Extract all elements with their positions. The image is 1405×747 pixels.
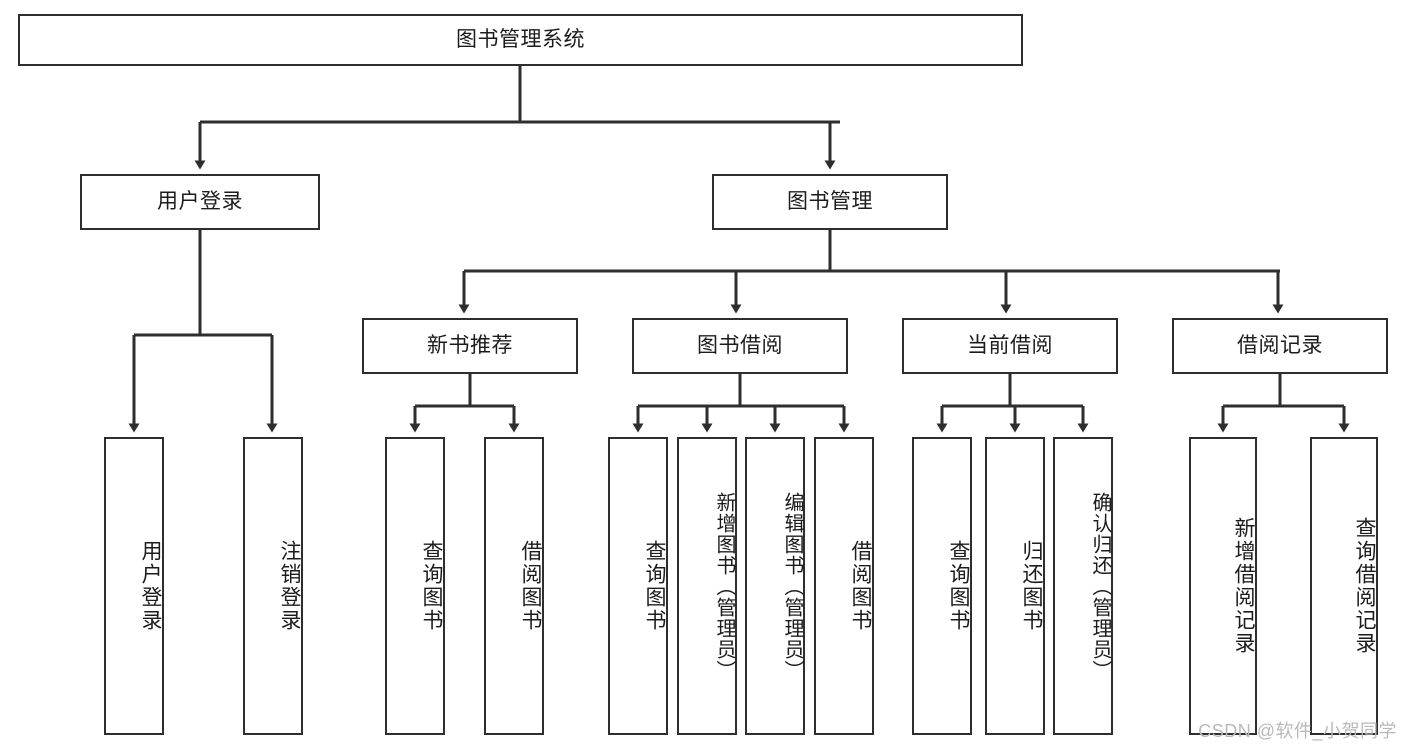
edge-group-book-manage	[458, 230, 1284, 314]
leaf-user-login-label: 用户登录	[139, 540, 162, 632]
node-current-borrow-label: 当前借阅	[967, 333, 1053, 357]
node-root[interactable]: 图书管理系统	[18, 14, 1023, 66]
leaf-query-book-1-label: 查询图书	[420, 540, 443, 632]
node-new-book-rec-label: 新书推荐	[427, 333, 513, 357]
leaf-query-book-1[interactable]: 查询图书	[385, 437, 445, 735]
leaf-logout-label: 注销登录	[278, 540, 301, 632]
leaf-query-record[interactable]: 查询借阅记录	[1310, 437, 1378, 735]
node-root-label: 图书管理系统	[456, 27, 585, 51]
leaf-add-record[interactable]: 新增借阅记录	[1189, 437, 1257, 735]
edge-group-current-borrow	[936, 374, 1089, 433]
leaf-query-record-label: 查询借阅记录	[1353, 517, 1376, 655]
leaf-logout[interactable]: 注销登录	[243, 437, 303, 735]
leaf-user-login[interactable]: 用户登录	[104, 437, 164, 735]
edge-group-new-book-rec	[409, 374, 520, 433]
leaf-edit-book[interactable]: 编辑图书（管理员）	[745, 437, 805, 735]
leaf-confirm-return[interactable]: 确认归还（管理员）	[1053, 437, 1113, 735]
leaf-add-record-label: 新增借阅记录	[1232, 517, 1255, 655]
edge-group-borrow-record	[1217, 374, 1350, 433]
node-book-borrow[interactable]: 图书借阅	[632, 318, 848, 374]
leaf-return-book[interactable]: 归还图书	[985, 437, 1045, 735]
leaf-query-book-2[interactable]: 查询图书	[608, 437, 668, 735]
leaf-confirm-return-label: 确认归还（管理员）	[1089, 491, 1111, 681]
node-book-manage[interactable]: 图书管理	[712, 174, 948, 230]
node-new-book-rec[interactable]: 新书推荐	[362, 318, 578, 374]
leaf-edit-book-label: 编辑图书（管理员）	[781, 491, 803, 681]
leaf-query-book-2-label: 查询图书	[643, 540, 666, 632]
edge-group-book-borrow	[632, 374, 850, 433]
node-borrow-record-label: 借阅记录	[1237, 333, 1323, 357]
leaf-borrow-book-1[interactable]: 借阅图书	[484, 437, 544, 735]
node-borrow-record[interactable]: 借阅记录	[1172, 318, 1388, 374]
node-user-login[interactable]: 用户登录	[80, 174, 320, 230]
leaf-query-book-3-label: 查询图书	[947, 540, 970, 632]
leaf-borrow-book-2-label: 借阅图书	[849, 540, 872, 632]
leaf-add-book-label: 新增图书（管理员）	[713, 491, 735, 681]
leaf-query-book-3[interactable]: 查询图书	[912, 437, 972, 735]
edge-group-root	[194, 66, 840, 170]
leaf-borrow-book-2[interactable]: 借阅图书	[814, 437, 874, 735]
node-current-borrow[interactable]: 当前借阅	[902, 318, 1118, 374]
leaf-add-book[interactable]: 新增图书（管理员）	[677, 437, 737, 735]
node-user-login-label: 用户登录	[157, 189, 243, 213]
leaf-return-book-label: 归还图书	[1020, 540, 1043, 632]
node-book-manage-label: 图书管理	[787, 189, 873, 213]
edge-group-user-login	[128, 230, 278, 433]
node-book-borrow-label: 图书借阅	[697, 333, 783, 357]
leaf-borrow-book-1-label: 借阅图书	[519, 540, 542, 632]
watermark: CSDN @软件_小贺同学	[1198, 721, 1397, 741]
